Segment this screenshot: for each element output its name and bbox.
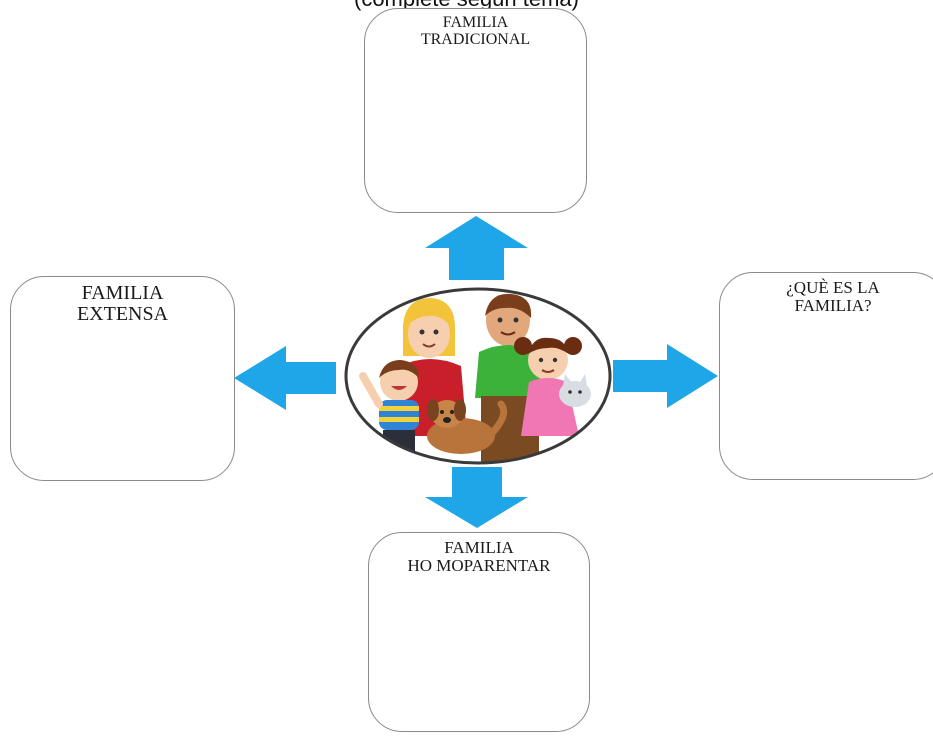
node-que-es-la-familia: ¿QUÈ ES LA FAMILIA?: [719, 272, 933, 480]
arrow-left: [234, 346, 336, 410]
node-familia-extensa: FAMILIA EXTENSA: [10, 276, 235, 481]
node-label-line: TRADICIONAL: [420, 30, 531, 48]
node-label-line: FAMILIA: [81, 282, 164, 304]
family-illustration-icon: [344, 287, 612, 465]
node-familia-homoparental: FAMILIA HO MOPARENTAR: [368, 532, 590, 732]
node-label-line: FAMILIA: [444, 538, 514, 557]
node-label-line: ¿QUÈ ES LA: [786, 278, 880, 297]
node-label-line: FAMILIA?: [794, 295, 872, 315]
arrow-up: [425, 216, 528, 280]
node-familia-tradicional: FAMILIA TRADICIONAL: [364, 8, 587, 213]
node-label-line: HO MOPARENTAR: [407, 555, 551, 575]
node-label-line: EXTENSA: [76, 303, 169, 325]
node-label-line: FAMILIA: [442, 14, 509, 31]
arrow-down: [425, 467, 528, 528]
top-caption: (complete segun tema): [0, 0, 933, 12]
arrow-right: [613, 344, 718, 408]
